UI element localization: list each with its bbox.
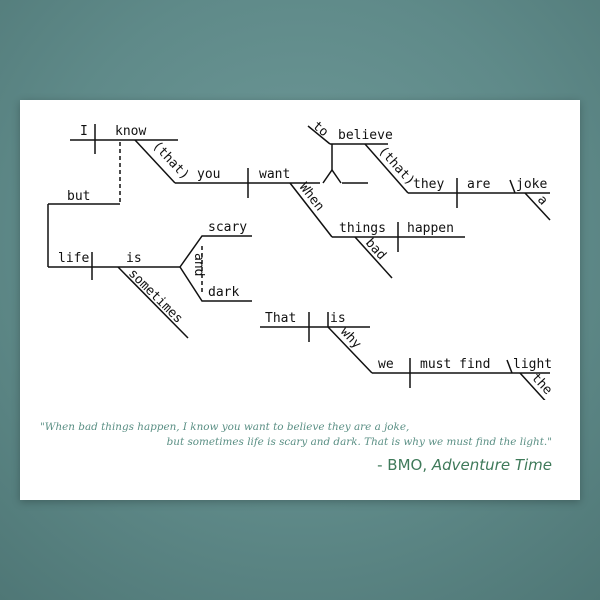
slant-the	[519, 372, 546, 400]
word-why: why	[337, 324, 364, 352]
diagram-svg: I know (that) you want to believe (that)…	[47, 119, 555, 400]
slash-are-joke	[509, 179, 516, 194]
word-is1: is	[126, 251, 142, 266]
quote-block: "When bad things happen, I know you want…	[40, 420, 552, 450]
word-the: the	[528, 370, 555, 398]
word-and: and	[191, 253, 206, 276]
word-light: light	[513, 357, 552, 372]
diagram-lines	[47, 124, 551, 400]
word-to: to	[309, 119, 331, 141]
slant-sometimes	[117, 266, 189, 339]
word-sometimes: sometimes	[125, 266, 185, 326]
word-we: we	[378, 357, 394, 372]
word-bad: bad	[362, 236, 389, 263]
word-is2: is	[330, 311, 346, 326]
attribution-work: Adventure Time	[431, 456, 552, 474]
word-that1: (that)	[149, 138, 192, 183]
word-you: you	[197, 167, 220, 182]
slant-bad	[354, 236, 393, 279]
branch-scary	[179, 235, 252, 268]
slant-why	[327, 326, 373, 374]
word-they: they	[413, 177, 444, 192]
word-life: life	[58, 251, 89, 266]
quote-line-1: "When bad things happen, I know you want…	[40, 421, 410, 433]
word-want: want	[259, 167, 290, 182]
word-joke: joke	[516, 177, 547, 192]
slant-a	[524, 192, 551, 221]
quote-line-2: but sometimes life is scary and dark. Th…	[166, 436, 552, 448]
card: I know (that) you want to believe (that)…	[20, 100, 580, 500]
word-are: are	[467, 177, 491, 192]
slant-to	[307, 125, 331, 145]
word-believe: believe	[338, 128, 393, 143]
word-know: know	[115, 124, 146, 139]
slant-when	[289, 182, 333, 238]
slash-find-light	[506, 359, 513, 374]
branch-dark	[179, 266, 252, 302]
word-i: I	[80, 124, 88, 139]
word-that2: (that)	[375, 144, 418, 189]
word-that3: That	[265, 311, 296, 326]
word-dark: dark	[208, 285, 239, 300]
slant-that1	[134, 139, 176, 184]
slant-that2	[364, 143, 409, 194]
word-things: things	[339, 221, 386, 236]
attribution: - BMO, Adventure Time	[377, 456, 552, 474]
word-but: but	[67, 189, 90, 204]
stilt-foot	[322, 168, 342, 184]
attribution-prefix: - BMO,	[377, 456, 432, 474]
word-must-find: must find	[420, 357, 490, 372]
sentence-diagram: I know (that) you want to believe (that)…	[20, 100, 580, 400]
word-happen: happen	[407, 221, 454, 236]
word-scary: scary	[208, 220, 247, 235]
